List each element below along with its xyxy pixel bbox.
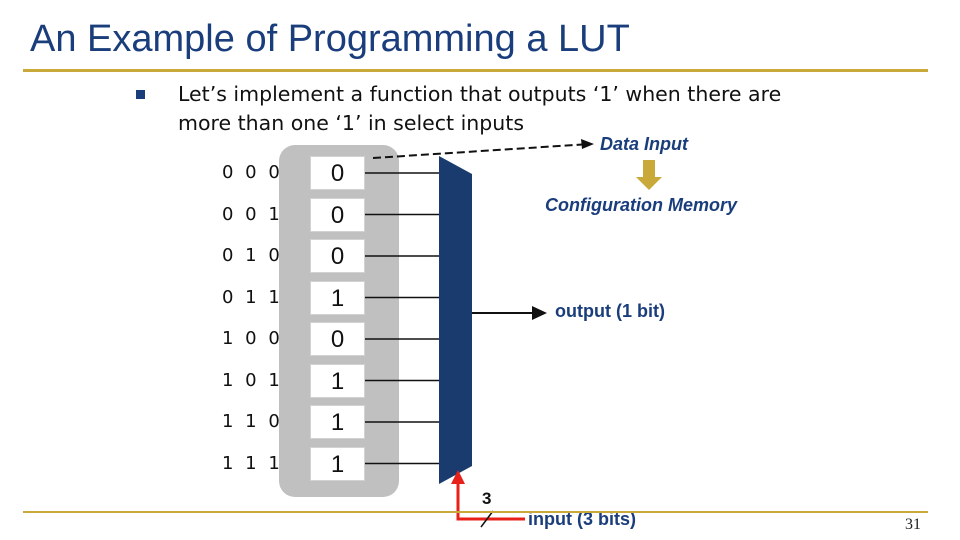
multiplexer: [439, 156, 472, 484]
configuration-memory-label: Configuration Memory: [545, 195, 737, 215]
select-pattern: 0 0 0: [222, 162, 283, 183]
select-pattern: 0 1 1: [222, 286, 283, 308]
data-input-label: Data Input: [600, 134, 688, 154]
output-label: output (1 bit): [555, 301, 665, 321]
page-number: 31: [905, 516, 921, 533]
bullet-square-icon: [136, 90, 145, 99]
memory-cell: 0: [310, 156, 365, 190]
select-pattern: 0 0 1: [222, 203, 283, 225]
slide-title: An Example of Programming a LUT: [30, 18, 630, 60]
memory-cell: 1: [310, 280, 365, 315]
memory-cell: 0: [310, 239, 365, 273]
select-pattern: 1 0 1: [222, 369, 283, 391]
select-pattern: 1 1 1: [222, 452, 283, 474]
memory-cell: 0: [310, 322, 365, 356]
select-input-arrow: [456, 482, 525, 521]
title-underline: [23, 69, 928, 72]
memory-cell: 1: [310, 363, 365, 398]
select-arrowhead: [451, 470, 465, 484]
select-pattern: 0 1 0: [222, 245, 283, 266]
select-width-label: 3: [482, 489, 492, 508]
select-pattern: 1 1 0: [222, 411, 283, 432]
bullet-text: Let’s implement a function that outputs …: [178, 82, 782, 135]
mux-input-wires: [365, 172, 439, 465]
config-arrow-head: [636, 177, 662, 190]
select-bus-slash: [480, 510, 494, 528]
output-arrowhead: [532, 306, 547, 320]
input-label: input (3 bits): [528, 509, 636, 529]
config-arrow-shaft: [643, 160, 655, 177]
memory-cell: 1: [310, 405, 365, 439]
footer-rule: [23, 511, 928, 513]
data-input-dashed-line: [372, 143, 591, 159]
memory-cell: 1: [310, 446, 365, 481]
memory-cell: 0: [310, 197, 365, 232]
select-pattern: 1 0 0: [222, 328, 283, 349]
data-input-arrowhead: [581, 139, 594, 149]
